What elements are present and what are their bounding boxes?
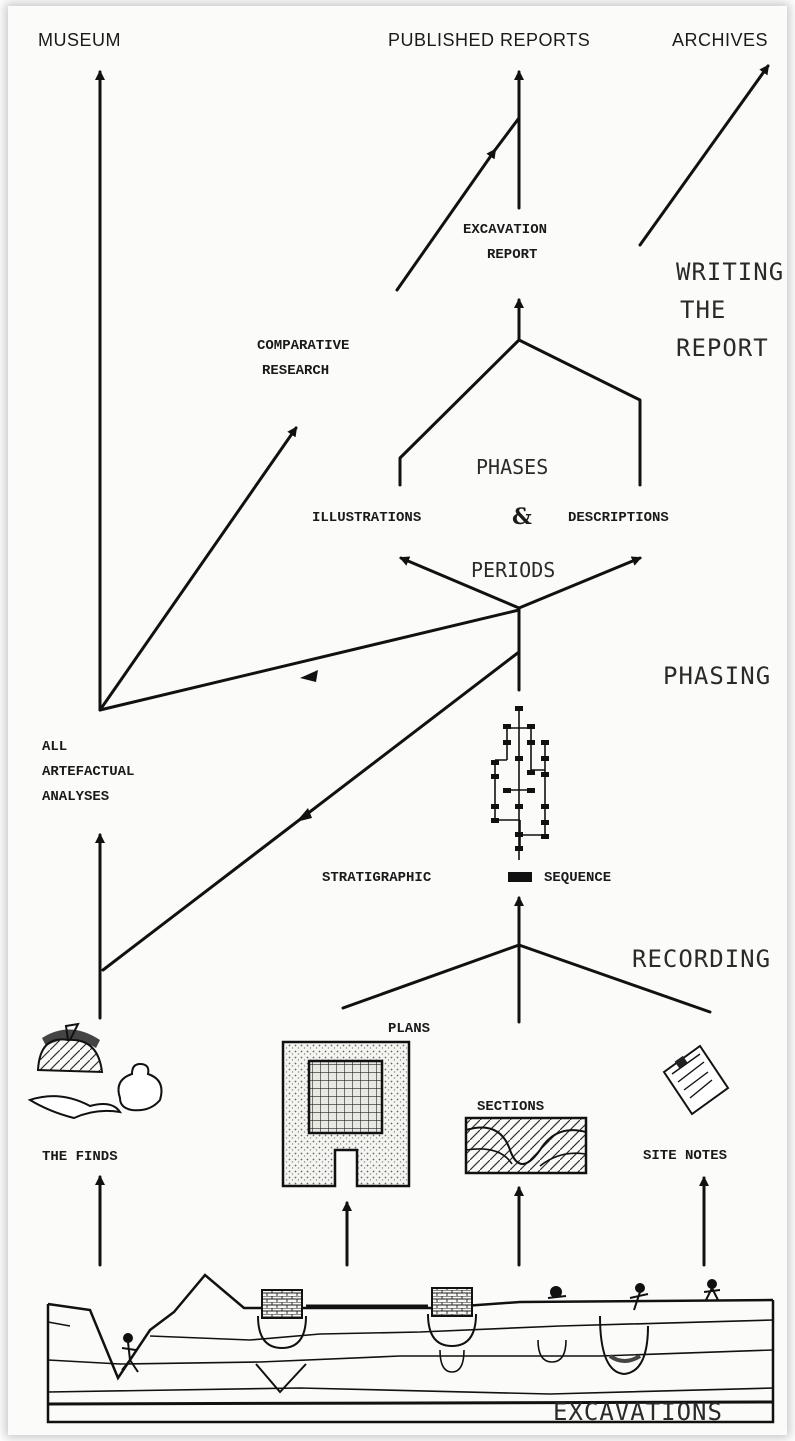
illustrations-label: ILLUSTRATIONS	[312, 510, 421, 526]
comparative-research-line2: RESEARCH	[262, 363, 329, 379]
the-finds-label: THE FINDS	[42, 1149, 118, 1165]
recording-label: RECORDING	[632, 945, 771, 973]
harris-matrix-icon	[491, 706, 549, 882]
site-notes-label: SITE NOTES	[643, 1148, 727, 1164]
excavation-report-line1: EXCAVATION	[463, 222, 547, 238]
phases-label: PHASES	[476, 455, 548, 479]
phasing-fork	[98, 556, 642, 712]
periods-label: PERIODS	[471, 558, 555, 582]
excavation-section-illustration	[46, 1273, 775, 1424]
comparative-research-arrow	[98, 426, 298, 712]
analyses-line3: ANALYSES	[42, 789, 109, 805]
finds-to-analyses-arrows	[95, 650, 521, 1020]
sections-label: SECTIONS	[477, 1099, 544, 1115]
sections-illustration	[464, 1116, 588, 1175]
archives-label: ARCHIVES	[672, 30, 768, 50]
writing-label-line2: THE	[680, 296, 726, 324]
diagram-frame	[8, 6, 787, 1435]
writing-label-line3: REPORT	[676, 334, 769, 362]
plans-illustration	[281, 1040, 411, 1188]
museum-label: MUSEUM	[38, 30, 121, 50]
sequence-label: SEQUENCE	[544, 870, 611, 886]
site-notes-illustration	[662, 1044, 730, 1116]
analyses-line2: ARTEFACTUAL	[42, 764, 134, 780]
descriptions-label: DESCRIPTIONS	[568, 510, 669, 526]
excavations-label: EXCAVATIONS	[553, 1398, 723, 1426]
stratigraphic-label: STRATIGRAPHIC	[322, 870, 432, 886]
published-reports-arrow	[395, 70, 524, 292]
comparative-research-line1: COMPARATIVE	[257, 338, 349, 354]
plans-label: PLANS	[388, 1021, 430, 1037]
writing-label-line1: WRITING	[676, 258, 784, 286]
excavation-report-line2: REPORT	[487, 247, 537, 263]
illustrations-descriptions-merge	[398, 298, 642, 487]
excavation-to-records-arrows	[95, 1175, 709, 1267]
ampersand-label: &	[512, 504, 532, 530]
archives-arrow	[638, 64, 770, 247]
recording-tree	[341, 896, 712, 1024]
analyses-line1: ALL	[42, 739, 67, 755]
phasing-label: PHASING	[663, 662, 771, 690]
finds-illustration	[27, 1022, 163, 1120]
published-reports-label: PUBLISHED REPORTS	[388, 30, 590, 50]
